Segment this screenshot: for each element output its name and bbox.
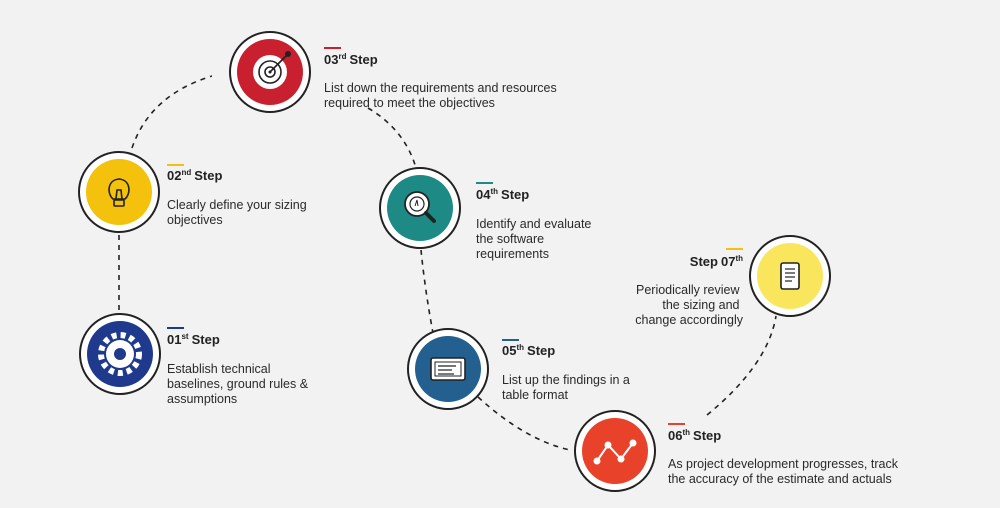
connectors	[118, 75, 777, 451]
gear-icon	[98, 332, 142, 376]
connector-05-06	[477, 396, 571, 451]
magnifier-icon	[404, 191, 436, 223]
step-04-description: Identify and evaluate the software requi…	[476, 217, 595, 261]
step-02-circle	[86, 159, 152, 225]
connector-04-05	[420, 249, 434, 334]
connector-02-03	[131, 75, 213, 149]
table-window-icon	[430, 357, 466, 381]
connector-03-04	[367, 107, 417, 169]
target-icon	[253, 51, 291, 89]
line-chart-icon	[593, 439, 637, 465]
step-06-circle	[582, 418, 648, 484]
step-06-description: As project development progresses, track…	[668, 457, 901, 486]
lightbulb-icon	[108, 178, 130, 207]
step-03-description: List down the requirements and resources…	[324, 81, 560, 110]
step-02-description: Clearly define your sizing objectives	[167, 198, 310, 227]
step-07-description: Periodically review the sizing and chang…	[635, 283, 743, 327]
connector-06-07	[706, 315, 777, 416]
step-05-description: List up the findings in a table format	[502, 373, 633, 402]
step-01-description: Establish technical baselines, ground ru…	[167, 362, 312, 406]
document-icon	[780, 262, 800, 290]
